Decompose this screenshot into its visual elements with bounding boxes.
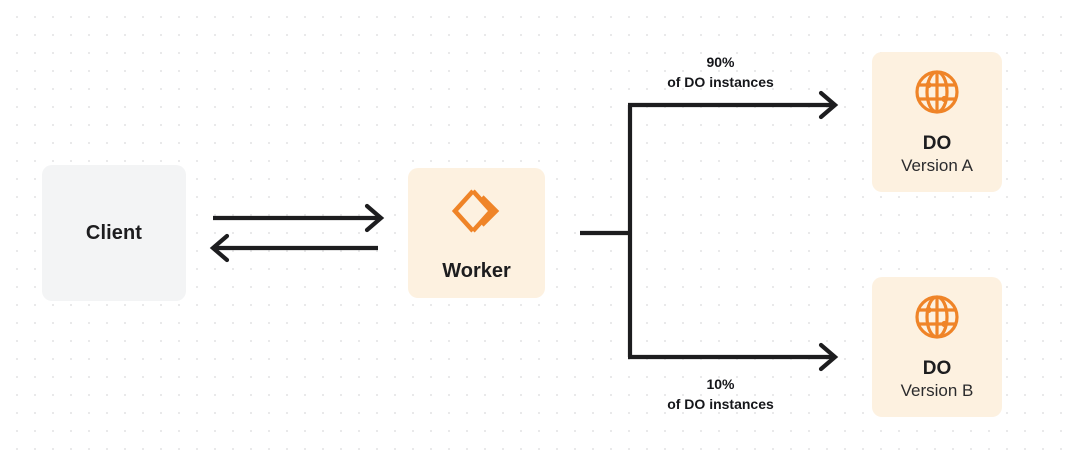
edge-label-do-b-detail: of DO instances (667, 396, 774, 413)
node-worker-title: Worker (442, 260, 511, 282)
node-do-a-subtitle: Version A (901, 156, 973, 176)
node-do-b-title: DO (922, 357, 952, 379)
node-do-b-subtitle: Version B (900, 381, 974, 401)
node-do-version-a[interactable]: DO Version A (872, 52, 1002, 192)
edge-label-do-a-detail: of DO instances (667, 74, 774, 91)
edge-label-do-b-percent: 10% (706, 376, 735, 392)
arrow-worker-to-do-b (628, 342, 839, 372)
node-client[interactable]: Client (42, 165, 186, 301)
arrow-worker-to-do-a (628, 90, 839, 120)
edge-label-do-a: 90% of DO instances (598, 52, 843, 93)
arrow-client-to-worker (213, 203, 385, 233)
arrow-worker-to-client (209, 233, 378, 263)
durable-object-globe-icon (911, 291, 963, 348)
branch-trunk (580, 105, 633, 357)
durable-object-globe-icon (911, 66, 963, 123)
node-client-title: Client (85, 221, 143, 244)
node-do-version-b[interactable]: DO Version B (872, 277, 1002, 417)
node-worker[interactable]: Worker (408, 168, 545, 298)
node-do-a-title: DO (922, 132, 952, 154)
edge-label-do-a-percent: 90% (706, 54, 735, 70)
cloudflare-workers-icon (449, 183, 505, 244)
edge-label-do-b: 10% of DO instances (598, 374, 843, 415)
